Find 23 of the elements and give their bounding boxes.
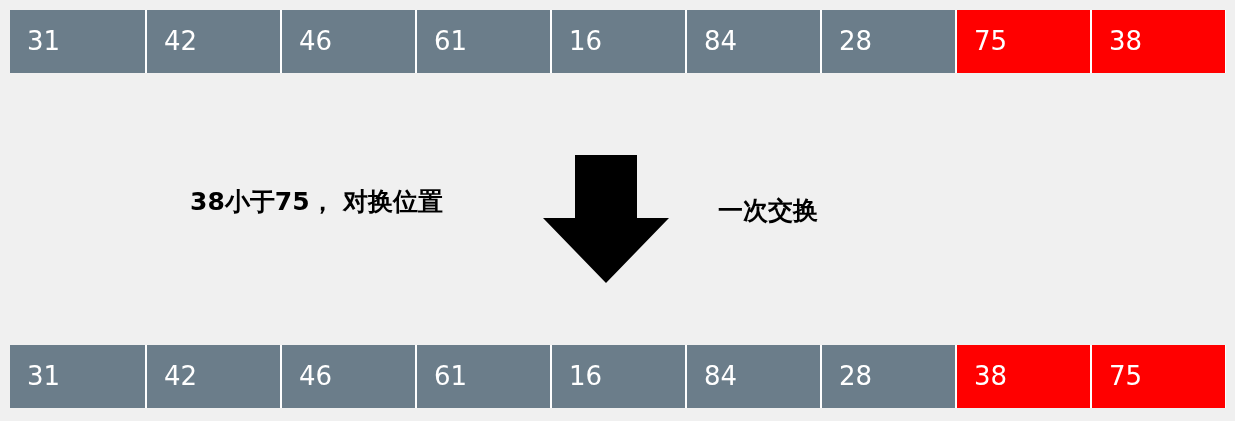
array-cell: 75 (1092, 345, 1225, 408)
array-cell: 28 (822, 345, 955, 408)
array-cell: 16 (552, 345, 685, 408)
array-cell: 61 (417, 10, 550, 73)
array-cell: 84 (687, 345, 820, 408)
array-cell: 38 (1092, 10, 1225, 73)
array-cell: 31 (10, 345, 145, 408)
annotation-text: 38小于75， 对换位置 (190, 186, 444, 218)
array-cell: 46 (282, 345, 415, 408)
array-cell: 16 (552, 10, 685, 73)
array-cell: 84 (687, 10, 820, 73)
array-cell: 31 (10, 10, 145, 73)
array-cell: 42 (147, 10, 280, 73)
array-cell: 46 (282, 10, 415, 73)
array-cell: 28 (822, 10, 955, 73)
array-cell: 75 (957, 10, 1090, 73)
array-cell: 61 (417, 345, 550, 408)
annotation-text: 一次交换 (718, 195, 818, 227)
down-arrow (543, 155, 669, 283)
array-bar (10, 345, 1226, 408)
array-bar (10, 10, 1226, 73)
array-cell: 42 (147, 345, 280, 408)
array-cell: 38 (957, 345, 1090, 408)
